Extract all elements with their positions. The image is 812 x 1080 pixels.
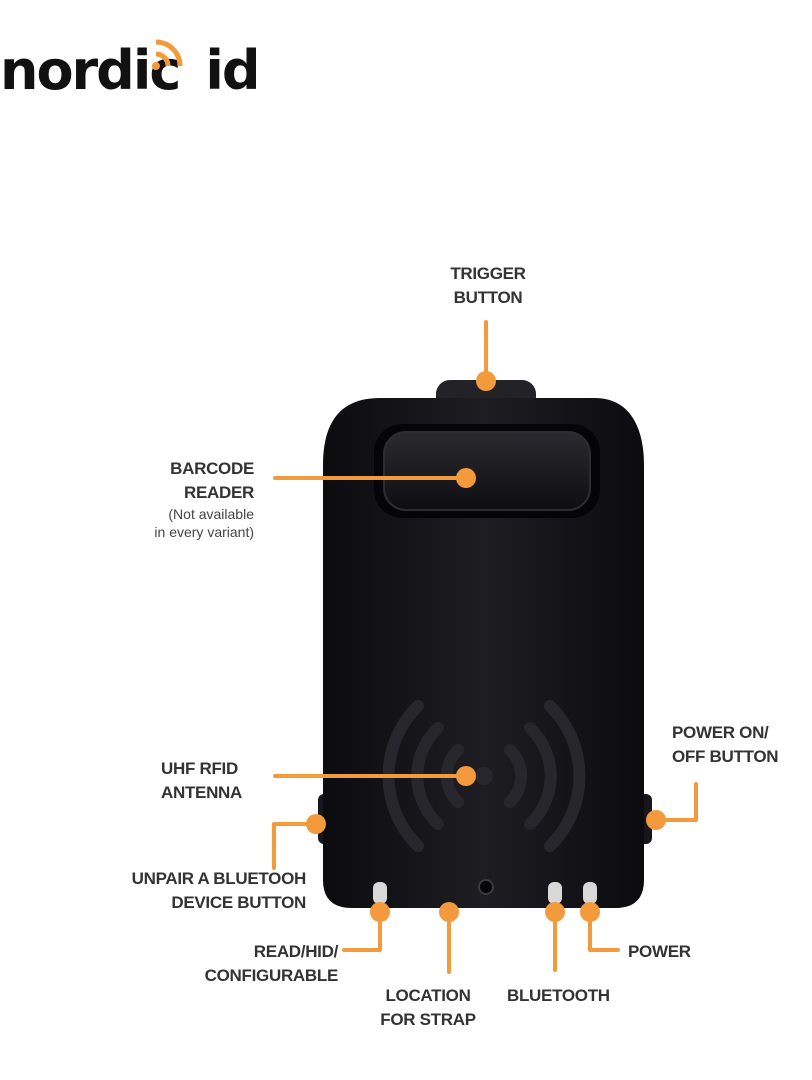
strap-callout: LOCATION FOR STRAP	[372, 984, 484, 1032]
trigger-dot	[476, 371, 496, 391]
strap-dot	[439, 902, 459, 922]
unpair-callout: UNPAIR A BLUETOOH DEVICE BUTTON	[94, 867, 306, 915]
read-hid-callout: READ/HID/ CONFIGURABLE	[180, 940, 338, 988]
antenna-dot	[456, 766, 476, 786]
trigger-callout: TRIGGER BUTTON	[436, 262, 540, 310]
strap-hole	[479, 880, 493, 894]
bluetooth-callout: BLUETOOTH	[507, 984, 610, 1008]
read-hid-dot	[370, 902, 390, 922]
unpair-dot	[306, 814, 326, 834]
barcode-dot	[456, 468, 476, 488]
read-hid-led	[373, 882, 387, 904]
antenna-callout: UHF RFID ANTENNA	[161, 757, 242, 805]
power-button-callout: POWER ON/ OFF BUTTON	[672, 721, 778, 769]
bluetooth-led	[548, 882, 562, 904]
power-led-callout: POWER	[628, 940, 691, 964]
power-led-dot	[580, 902, 600, 922]
barcode-window	[384, 432, 590, 510]
barcode-callout: BARCODE READER (Not available in every v…	[100, 457, 254, 541]
power-led	[583, 882, 597, 904]
power-button-dot	[646, 810, 666, 830]
bluetooth-dot	[545, 902, 565, 922]
